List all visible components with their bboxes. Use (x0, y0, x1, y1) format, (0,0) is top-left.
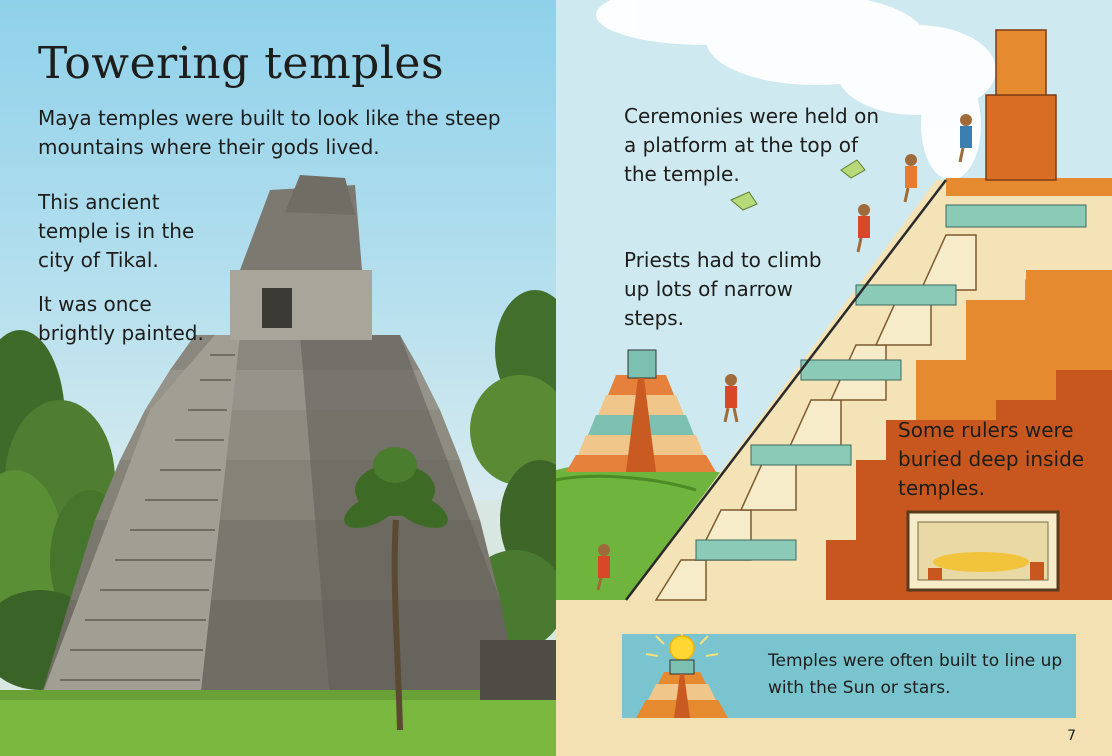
tikal-temple-photo (0, 175, 556, 756)
caption-location: This ancient temple is in the city of Ti… (38, 190, 195, 272)
priest-figures (596, 114, 972, 591)
caption-painted: It was once brightly painted. (38, 292, 204, 345)
sun-fact-text: Temples were often built to line up with… (768, 651, 1063, 698)
right-page: Ceremonies were held on a platform at th… (556, 0, 1112, 756)
main-temple (625, 29, 1112, 601)
ceremonies-caption: Ceremonies were held on a platform at th… (624, 104, 879, 186)
smoke-cloud (596, 0, 996, 180)
priests-caption: Priests had to climb up lots of narrow s… (624, 248, 822, 330)
left-page: Towering temples Maya temples were built… (0, 0, 556, 756)
small-temple (566, 349, 716, 472)
sun-temple-icon (636, 634, 728, 718)
page-title: Towering temples (38, 38, 445, 89)
palm-tree (344, 447, 448, 731)
lead-paragraph: Maya temples were built to look like the… (38, 106, 501, 159)
bird-icons (730, 159, 866, 211)
rulers-caption: Some rulers were buried deep inside temp… (898, 418, 1085, 500)
page-number: 7 (1067, 728, 1076, 744)
sun-fact-box: Temples were often built to line up with… (622, 634, 1076, 718)
temple-illustration (556, 0, 1112, 756)
